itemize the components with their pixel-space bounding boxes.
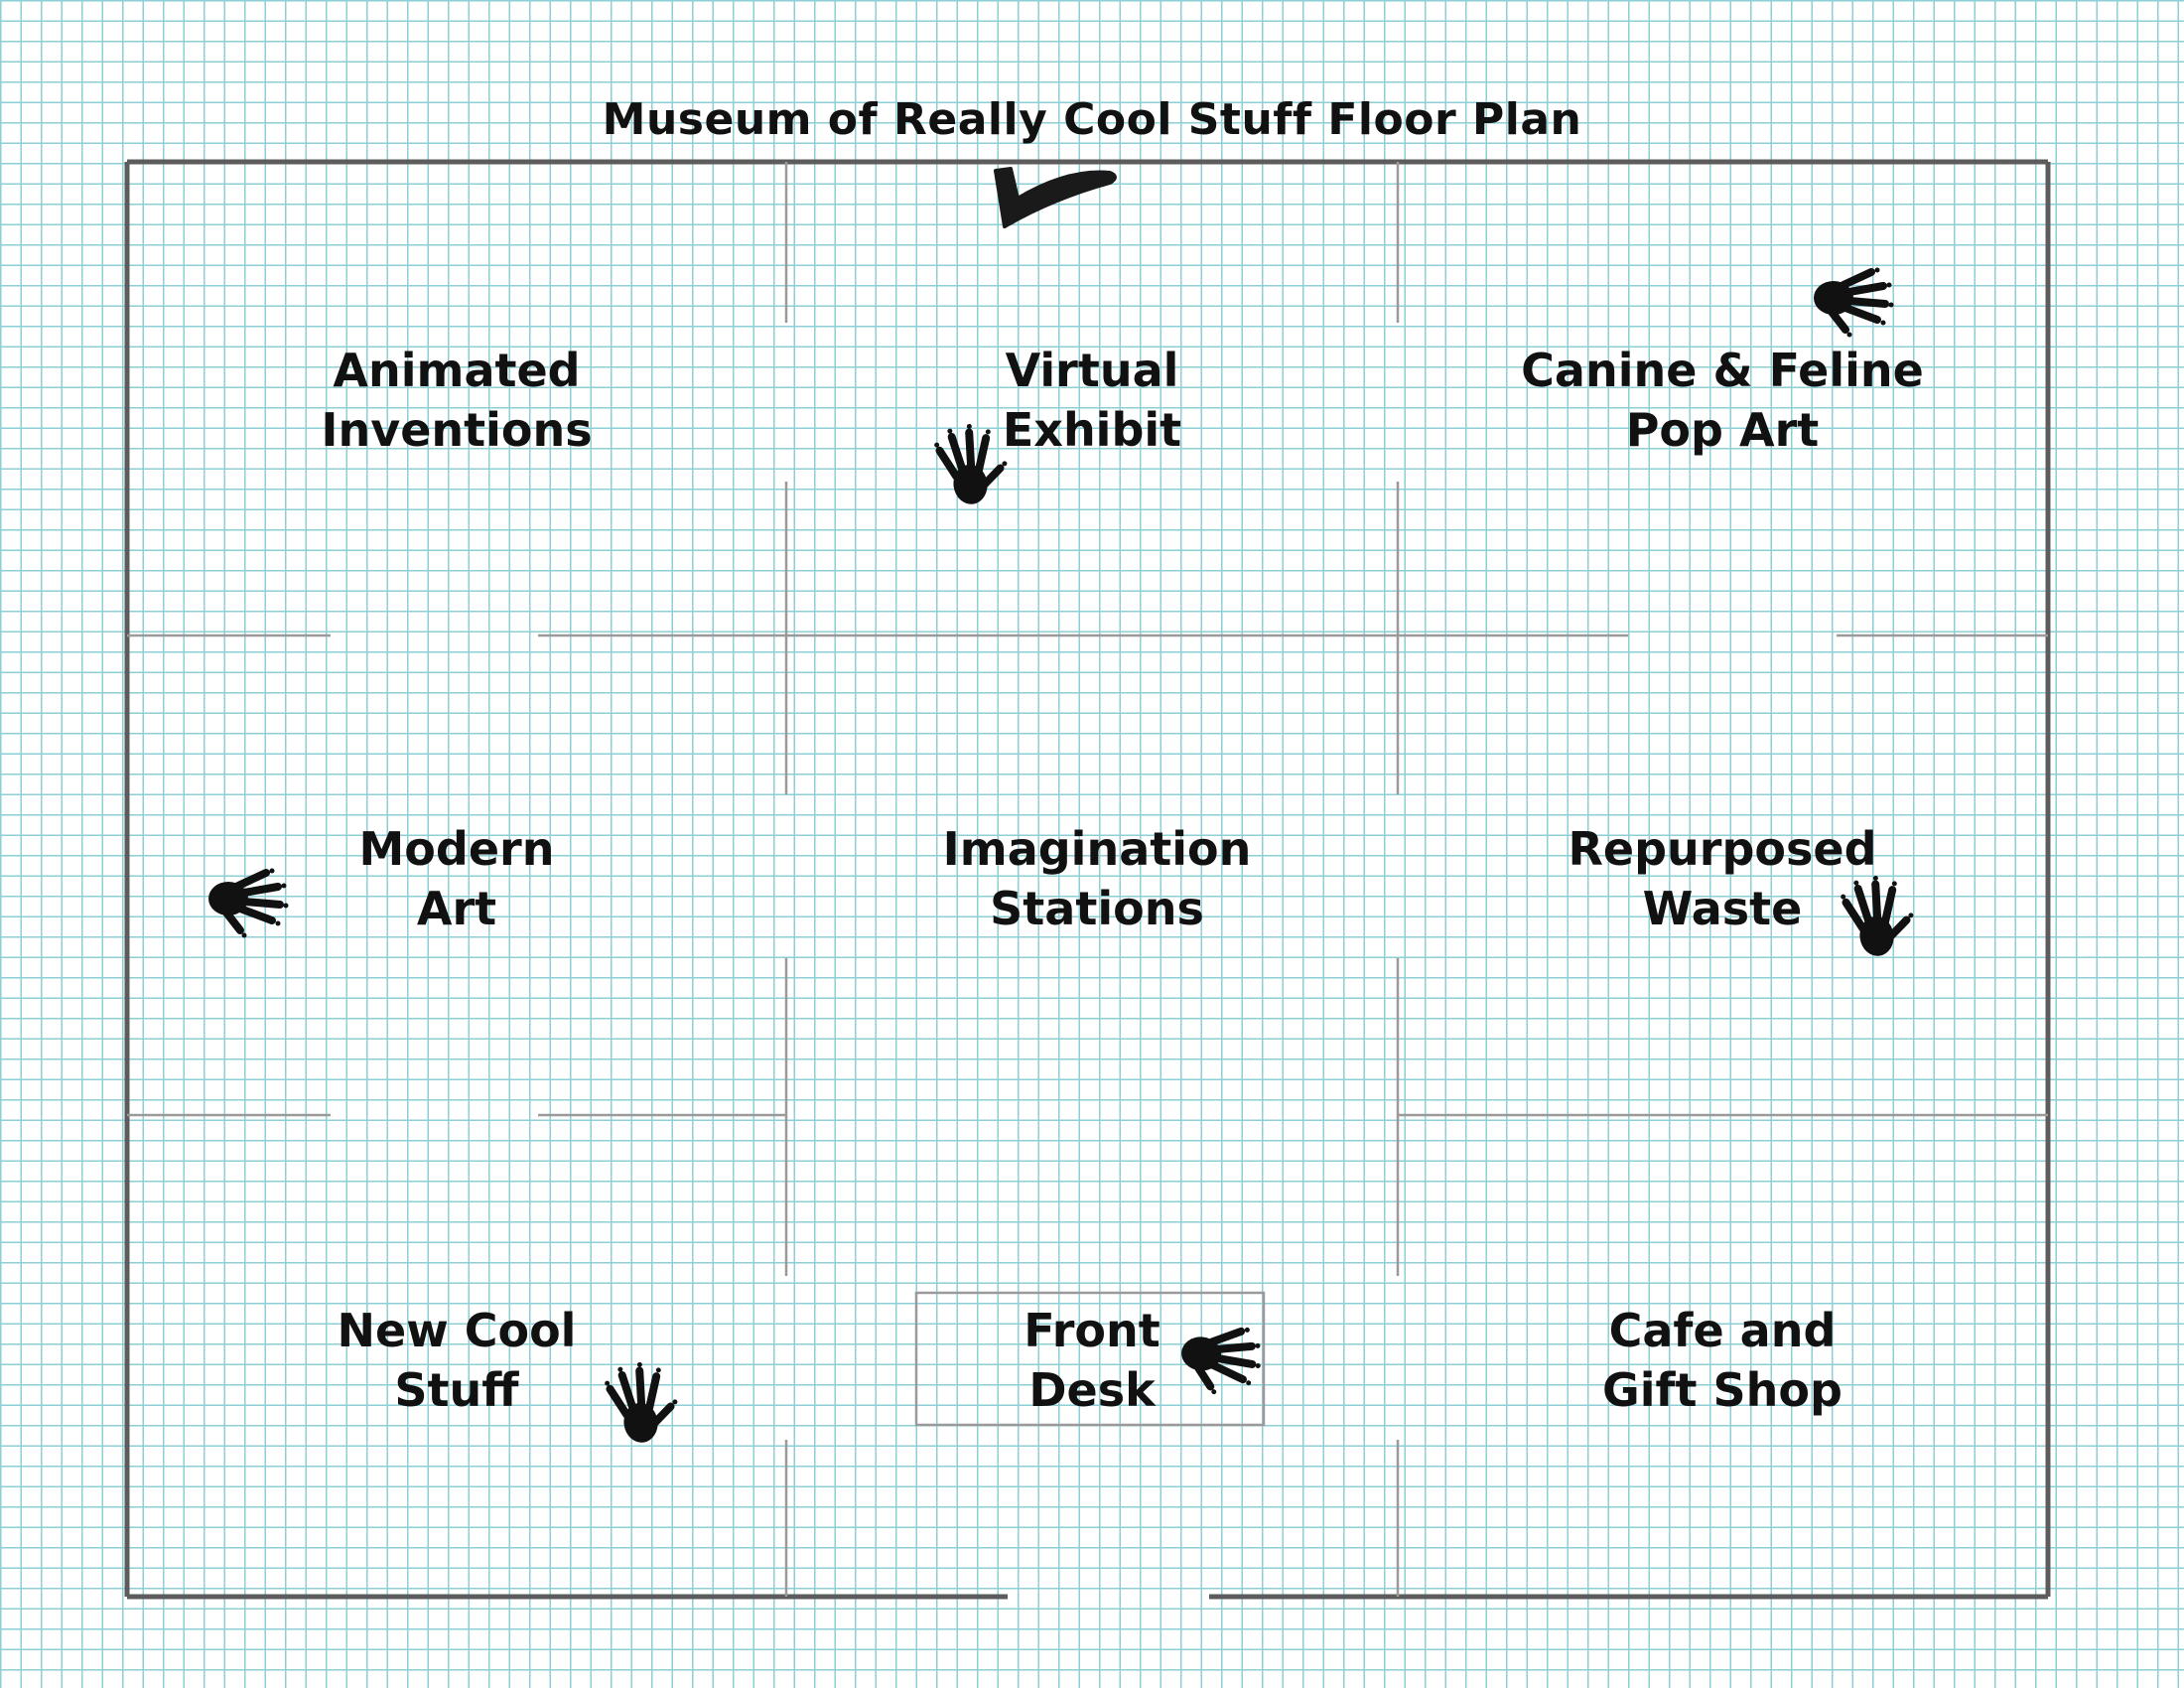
room-label-line: Art xyxy=(416,882,497,935)
room-label-line: Inventions xyxy=(321,403,593,457)
room-label-line: Gift Shop xyxy=(1602,1363,1843,1417)
room-label-imagination-stations: Imagination Stations xyxy=(888,819,1305,938)
handprint-icon xyxy=(202,859,291,938)
front-desk-box xyxy=(914,1291,1266,1427)
room-label-new-cool-stuff: New Cool Stuff xyxy=(248,1301,665,1420)
room-label-line: Cafe and xyxy=(1608,1304,1837,1357)
room-label-line: Stations xyxy=(990,882,1204,935)
handprint-icon xyxy=(1829,869,1920,968)
handprint-icon xyxy=(922,417,1014,516)
room-label-line: Stuff xyxy=(394,1363,519,1417)
room-label-repurposed-waste: Repurposed Waste xyxy=(1514,819,1931,938)
room-label-line: Repurposed xyxy=(1568,822,1877,876)
room-label-line: Canine & Feline xyxy=(1521,344,1924,397)
handprint-icon xyxy=(1171,1312,1268,1399)
room-label-line: Modern xyxy=(358,822,555,876)
room-label-line: Virtual xyxy=(1005,344,1179,397)
room-label-front-desk: Front Desk xyxy=(884,1301,1300,1420)
interior-walls xyxy=(127,162,2048,1597)
checkmark-icon xyxy=(994,167,1117,228)
room-label-line: New Cool xyxy=(337,1304,577,1357)
room-label-cafe-gift-shop: Cafe and Gift Shop xyxy=(1514,1301,1931,1420)
page-title: Museum of Really Cool Stuff Floor Plan xyxy=(602,94,1582,145)
room-label-line: Imagination xyxy=(942,822,1252,876)
handprint-icon xyxy=(1807,258,1896,338)
room-label-line: Front xyxy=(1024,1304,1160,1357)
room-label-canine-feline-pop-art: Canine & Feline Pop Art xyxy=(1514,341,1931,460)
room-label-modern-art: Modern Art xyxy=(248,819,665,938)
room-label-line: Waste xyxy=(1642,882,1803,935)
room-label-virtual-exhibit: Virtual Exhibit xyxy=(884,341,1300,460)
room-label-line: Desk xyxy=(1028,1363,1156,1417)
handprint-icon xyxy=(593,1355,684,1455)
room-label-animated-inventions: Animated Inventions xyxy=(248,341,665,460)
room-label-line: Exhibit xyxy=(1002,403,1182,457)
room-label-line: Pop Art xyxy=(1625,403,1820,457)
outer-walls xyxy=(124,159,2051,1600)
room-label-line: Animated xyxy=(333,344,581,397)
